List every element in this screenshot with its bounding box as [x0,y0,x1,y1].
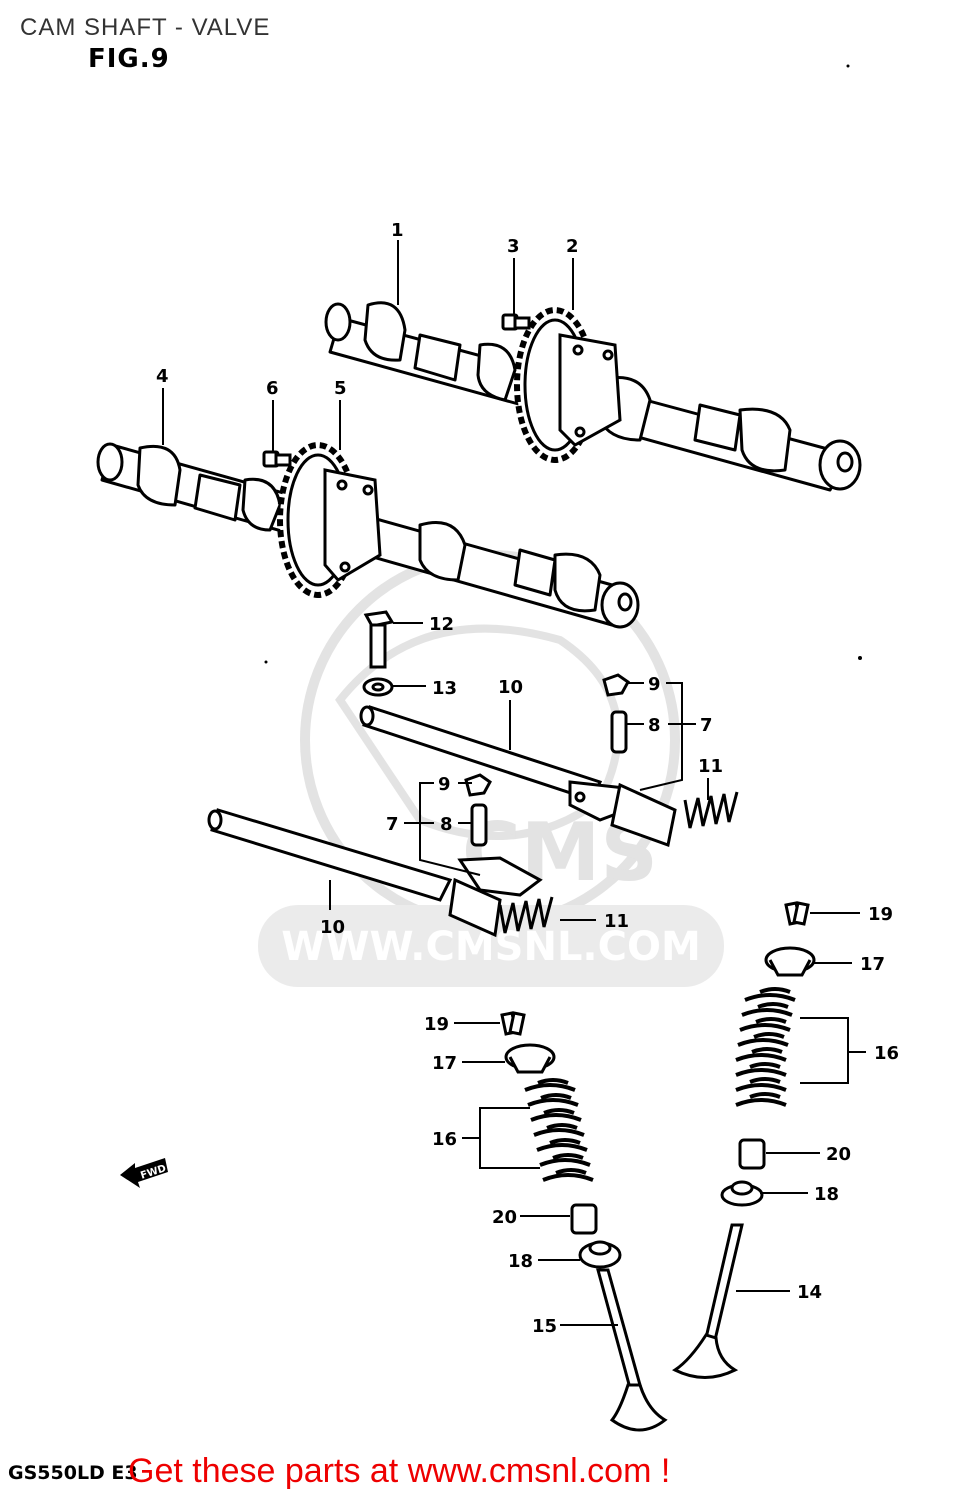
adjuster-screw-upper [610,710,628,754]
callout-9-upper: 9 [648,674,661,695]
intake-valve [596,1268,668,1432]
callout-19-left: 19 [424,1014,449,1035]
callout-1: 1 [391,220,404,241]
watermark: CMS WWW.CMSNL.COM [258,550,724,987]
callout-11-lower: 11 [604,911,629,932]
adjuster-nut-lower [464,773,492,797]
retainer-left [504,1043,556,1074]
callout-11-upper: 11 [698,756,723,777]
callout-18-left: 18 [508,1251,533,1272]
model-code: GS550LD E3 [8,1462,138,1484]
exhaust-valve [672,1223,744,1379]
callout-18-right: 18 [814,1184,839,1205]
fwd-arrow-icon: FWD [120,1158,168,1188]
callout-13: 13 [432,678,457,699]
page-title: CAM SHAFT - VALVE [20,14,271,41]
leader-lines [162,240,866,1326]
callout-12: 12 [429,614,454,635]
callout-16-left: 16 [432,1129,457,1150]
rocker-shaft-upper [359,705,677,847]
callout-2: 2 [566,236,579,257]
rocker-spring-lower [498,896,554,934]
callout-5: 5 [334,378,347,399]
valve-seal-right [738,1138,766,1170]
adjuster-screw-lower [470,803,488,847]
callout-20-left: 20 [492,1207,517,1228]
callout-14: 14 [797,1282,822,1303]
retainer-right [764,946,816,977]
callout-16-right: 16 [874,1043,899,1064]
callout-17-left: 17 [432,1053,457,1074]
adjuster-nut-upper [602,673,630,697]
callout-7-lower: 7 [386,814,399,835]
callout-8-upper: 8 [648,715,661,736]
callout-19-right: 19 [868,904,893,925]
callout-20-right: 20 [826,1144,851,1165]
figure-label: FIG.9 [88,44,170,74]
callout-17-right: 17 [860,954,885,975]
sprocket-bolt-lower [262,450,292,468]
callout-9-lower: 9 [438,774,451,795]
cotter-right [784,901,810,926]
washer [362,677,394,697]
callout-6: 6 [266,378,279,399]
rocker-spring-upper [683,791,739,829]
rocker-shaft-bolt [363,610,395,669]
cotter-left [500,1011,526,1036]
rocker-shaft-lower [207,808,543,938]
print-specks [264,64,862,664]
callout-15: 15 [532,1316,557,1337]
callout-labels: 1 3 2 4 6 5 12 13 10 9 8 7 11 9 7 8 10 1… [156,220,899,1337]
spring-seat-left [578,1240,622,1269]
callout-7-upper: 7 [700,715,713,736]
valve-spring-right [735,987,796,1107]
sprocket-upper [514,307,622,463]
sprocket-bolt-upper [501,313,531,331]
callout-8-lower: 8 [440,814,453,835]
callout-10-lower: 10 [320,917,345,938]
callout-3: 3 [507,236,520,257]
cta-link[interactable]: Get these parts at www.cmsnl.com ! [128,1452,671,1490]
spring-seat-right [720,1180,764,1207]
valve-spring-left [524,1078,594,1182]
sprocket-lower [277,442,382,598]
callout-4: 4 [156,366,169,387]
valve-seal-left [570,1203,598,1235]
callout-10-upper: 10 [498,677,523,698]
